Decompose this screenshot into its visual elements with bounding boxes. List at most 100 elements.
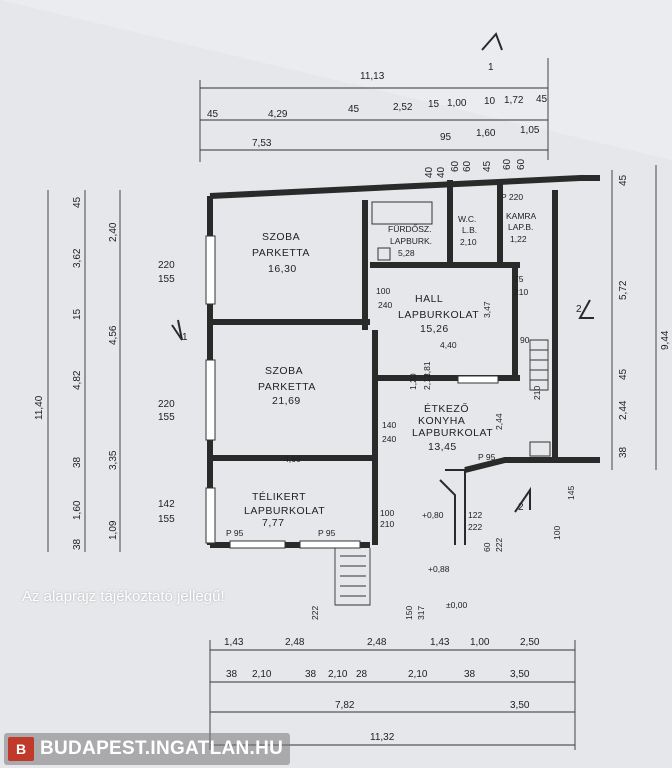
opening-10: 240 <box>382 434 396 444</box>
room-szoba1-floor: PARKETTA <box>252 247 310 259</box>
opening-20: 122 <box>468 510 482 520</box>
bottom-dimensions: 1,43 2,48 2,48 1,43 1,00 2,50 38 2,10 38… <box>209 637 576 750</box>
opening-6: 155 <box>158 514 175 525</box>
dim-top-14: 40 <box>424 166 435 178</box>
watermark-logo-icon: B <box>8 737 34 761</box>
watermark: B BUDAPEST.INGATLAN.HU <box>4 733 290 765</box>
section-mark-right: 2 <box>576 304 582 315</box>
room-szoba1-name: SZOBA <box>262 231 300 243</box>
dim-top-11: 95 <box>440 132 452 143</box>
room-hall-name: HALL <box>415 293 443 305</box>
room-szoba2-area: 21,69 <box>272 395 301 407</box>
opening-7: 100 <box>376 286 390 296</box>
level-2: +0,88 <box>428 564 450 574</box>
dim-top-18: 45 <box>482 160 493 172</box>
opening-17: 210 <box>514 287 528 297</box>
room-furdo-area: 5,28 <box>398 248 415 258</box>
opening-19: 210 <box>380 519 394 529</box>
dim-right-2: 5,72 <box>618 280 629 300</box>
room-telikert-floor: LAPBURKOLAT <box>244 505 325 517</box>
section-mark-left: 1 <box>182 332 188 343</box>
room-etkezo-floor: LAPBURKOLAT <box>412 427 493 439</box>
room-wc-name: W.C. <box>458 214 476 224</box>
opening-8: 240 <box>378 300 392 310</box>
room-etkezo-name: ÉTKEZŐ <box>424 401 469 415</box>
watermark-text: BUDAPEST.INGATLAN.HU <box>40 738 284 759</box>
room-labels: SZOBA PARKETTA 16,30 SZOBA PARKETTA 21,6… <box>244 211 537 529</box>
opening-12: P 95 <box>226 528 244 538</box>
level-3: ±0,00 <box>446 600 467 610</box>
room-szoba2-floor: PARKETTA <box>258 381 316 393</box>
dim-overall-left: 11,40 <box>34 395 45 420</box>
room-hall-area: 15,26 <box>420 323 449 335</box>
dim-top-10: 7,53 <box>252 138 272 149</box>
opening-29: 145 <box>566 486 576 500</box>
opening-13: P 95 <box>318 528 336 538</box>
opening-1: 220 <box>158 260 175 271</box>
room-szoba1-area: 16,30 <box>268 263 297 275</box>
room-szoba2-name: SZOBA <box>265 365 303 377</box>
dim-left-2: 2,40 <box>108 222 119 242</box>
dim-right-1: 45 <box>618 174 629 186</box>
dim-bottom-7: 38 <box>226 669 238 680</box>
dim-bottom-6: 2,50 <box>520 637 540 648</box>
room-furdo-name: FÜRDŐSZ. <box>388 224 431 234</box>
dim-bottom-15: 7,82 <box>335 700 355 711</box>
opening-9: 140 <box>382 420 396 430</box>
dim-bottom-4: 1,43 <box>430 637 450 648</box>
dim-overall-top: 11,13 <box>360 71 385 82</box>
dim-top-8: 1,72 <box>504 95 524 106</box>
dim-top-2: 4,29 <box>268 109 288 120</box>
dim-top-20: 60 <box>516 158 527 170</box>
dim-right-5: 38 <box>618 446 629 458</box>
room-telikert-name: TÉLIKERT <box>252 490 306 503</box>
dim-top-19: 60 <box>502 158 513 170</box>
dim-bottom-2: 2,48 <box>285 637 305 648</box>
opening-28: 100 <box>552 526 562 540</box>
dim-bottom-16: 3,50 <box>510 700 530 711</box>
dim-top-4: 2,52 <box>393 102 413 113</box>
opening-24: 150 <box>404 606 414 620</box>
dim-top-1: 45 <box>207 109 219 120</box>
dim-bottom-13: 38 <box>464 669 476 680</box>
opening-27: 210 <box>532 386 542 400</box>
dim-left-6: 4,82 <box>72 370 83 390</box>
dim-top-12: 1,60 <box>476 128 496 139</box>
room-telikert-area: 7,77 <box>262 517 284 529</box>
room-wc-area: 2,10 <box>460 237 477 247</box>
dim-bottom-1: 1,43 <box>224 637 244 648</box>
dim-left-1: 45 <box>72 196 83 208</box>
level-7: 4,40 <box>440 340 457 350</box>
disclaimer-note: Az alaprajz tájékoztató jellegű! <box>22 588 225 605</box>
dim-bottom-10: 2,10 <box>328 669 348 680</box>
dim-bottom-9: 38 <box>305 669 317 680</box>
right-dimensions: 9,44 45 5,72 45 2,44 38 2 <box>576 165 671 470</box>
room-kamra-floor: LAP.B. <box>508 222 533 232</box>
opening-21: 222 <box>468 522 482 532</box>
opening-16: 75 <box>514 274 524 284</box>
level-10: 2,44 <box>494 413 504 430</box>
opening-26: 222 <box>310 606 320 620</box>
dim-overall-bottom: 11,32 <box>370 732 395 743</box>
dim-left-8: 3,35 <box>108 450 119 470</box>
dim-top-16: 60 <box>450 160 461 172</box>
opening-2: 155 <box>158 274 175 285</box>
dim-bottom-12: 2,10 <box>408 669 428 680</box>
dim-left-11: 38 <box>72 538 83 550</box>
opening-25: 317 <box>416 606 426 620</box>
dim-top-7: 10 <box>484 96 496 107</box>
dim-bottom-5: 1,00 <box>470 637 490 648</box>
dim-right-4: 2,44 <box>618 400 629 420</box>
dim-top-5: 15 <box>428 99 440 110</box>
dim-bottom-8: 2,10 <box>252 669 272 680</box>
opening-labels: 100 240 140 240 P 220 P 95 P 95 P 95 90 … <box>226 192 576 620</box>
room-kamra-area: 1,22 <box>510 234 527 244</box>
dim-right-3: 45 <box>618 368 629 380</box>
room-etkezo-area: 13,45 <box>428 441 457 453</box>
level-8: 3,47 <box>482 301 492 318</box>
opening-22: 60 <box>482 542 492 552</box>
dim-left-3: 3,62 <box>72 248 83 268</box>
dim-top-3: 45 <box>348 104 360 115</box>
walls <box>205 174 600 606</box>
